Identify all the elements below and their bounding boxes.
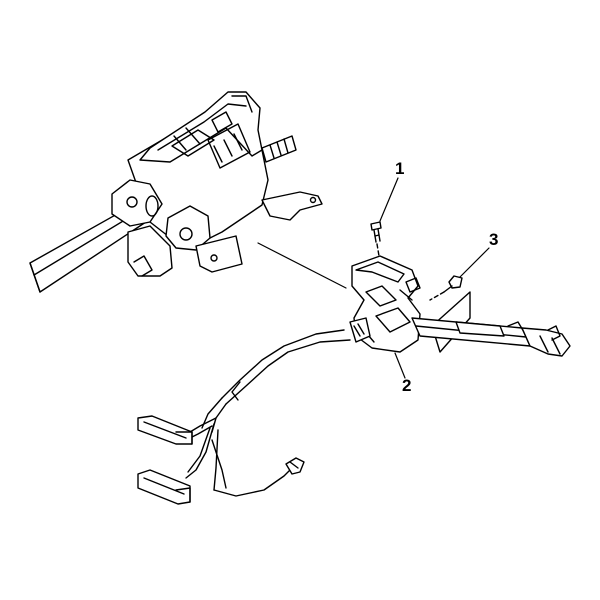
leader-2 [394, 352, 406, 379]
mounting-screw [429, 275, 463, 301]
steering-column-assembly [29, 91, 323, 293]
callout-2-label: 2 [402, 376, 412, 395]
turn-signal-lever [411, 291, 571, 357]
leader-line [257, 242, 347, 289]
multifunction-switch [349, 255, 421, 353]
leader-3 [459, 247, 490, 278]
harness-connectors [137, 415, 305, 505]
leader-1 [379, 177, 399, 222]
callout-3-label: 3 [489, 230, 499, 249]
callout-1-label: 1 [395, 159, 405, 178]
wiring-harness [185, 329, 351, 497]
